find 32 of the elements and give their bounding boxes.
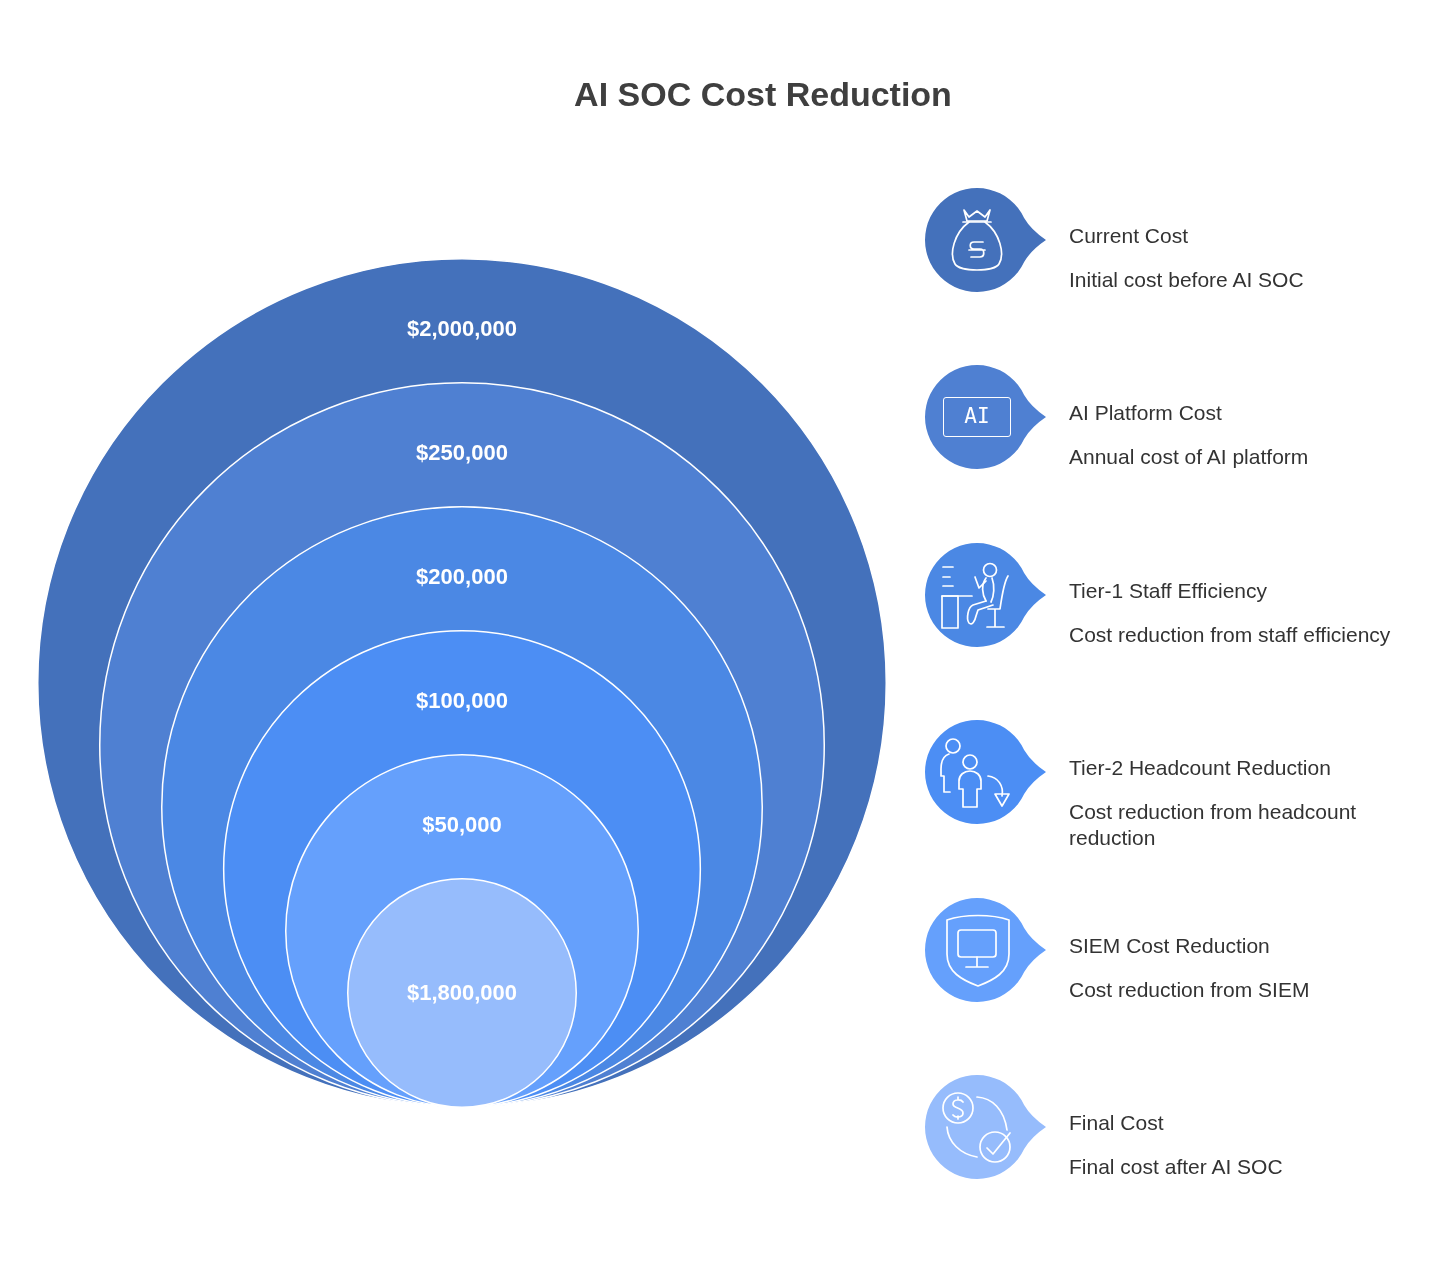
item-title: Current Cost bbox=[1069, 223, 1190, 249]
item-title: Tier-2 Headcount Reduction bbox=[1069, 755, 1332, 781]
item-description: Cost reduction from staff efficiency bbox=[1069, 622, 1392, 648]
nested-circle bbox=[161, 506, 763, 1108]
item-description: Initial cost before AI SOC bbox=[1069, 267, 1305, 293]
nested-circle bbox=[285, 754, 639, 1108]
value-label: $1,800,000 bbox=[406, 980, 518, 1006]
item-description: Final cost after AI SOC bbox=[1069, 1154, 1284, 1180]
speech-bubble bbox=[925, 543, 1047, 647]
diagram-title: AI SOC Cost Reduction bbox=[574, 74, 952, 114]
speech-bubble bbox=[925, 188, 1047, 292]
nested-circle bbox=[37, 258, 887, 1108]
nested-circle bbox=[223, 630, 701, 1108]
speech-bubble bbox=[925, 720, 1047, 824]
item-description: Cost reduction from headcount reduction bbox=[1069, 799, 1358, 851]
item-title: SIEM Cost Reduction bbox=[1069, 933, 1271, 959]
value-label: $2,000,000 bbox=[406, 316, 518, 342]
display-label: AI bbox=[943, 397, 1011, 437]
item-title: Tier-1 Staff Efficiency bbox=[1069, 578, 1269, 604]
item-description: Cost reduction from SIEM bbox=[1069, 977, 1311, 1003]
nested-circle bbox=[99, 382, 825, 1108]
speech-bubble bbox=[925, 1075, 1047, 1179]
item-description: Annual cost of AI platform bbox=[1069, 444, 1310, 470]
value-label: $250,000 bbox=[416, 440, 508, 466]
speech-bubble bbox=[925, 365, 1047, 469]
value-label: $50,000 bbox=[422, 812, 502, 838]
value-label: $200,000 bbox=[416, 564, 508, 590]
value-label: $100,000 bbox=[416, 688, 508, 714]
item-title: Final Cost bbox=[1069, 1110, 1165, 1136]
nested-circle bbox=[347, 878, 577, 1108]
item-title: AI Platform Cost bbox=[1069, 400, 1223, 426]
speech-bubble bbox=[925, 898, 1047, 1002]
